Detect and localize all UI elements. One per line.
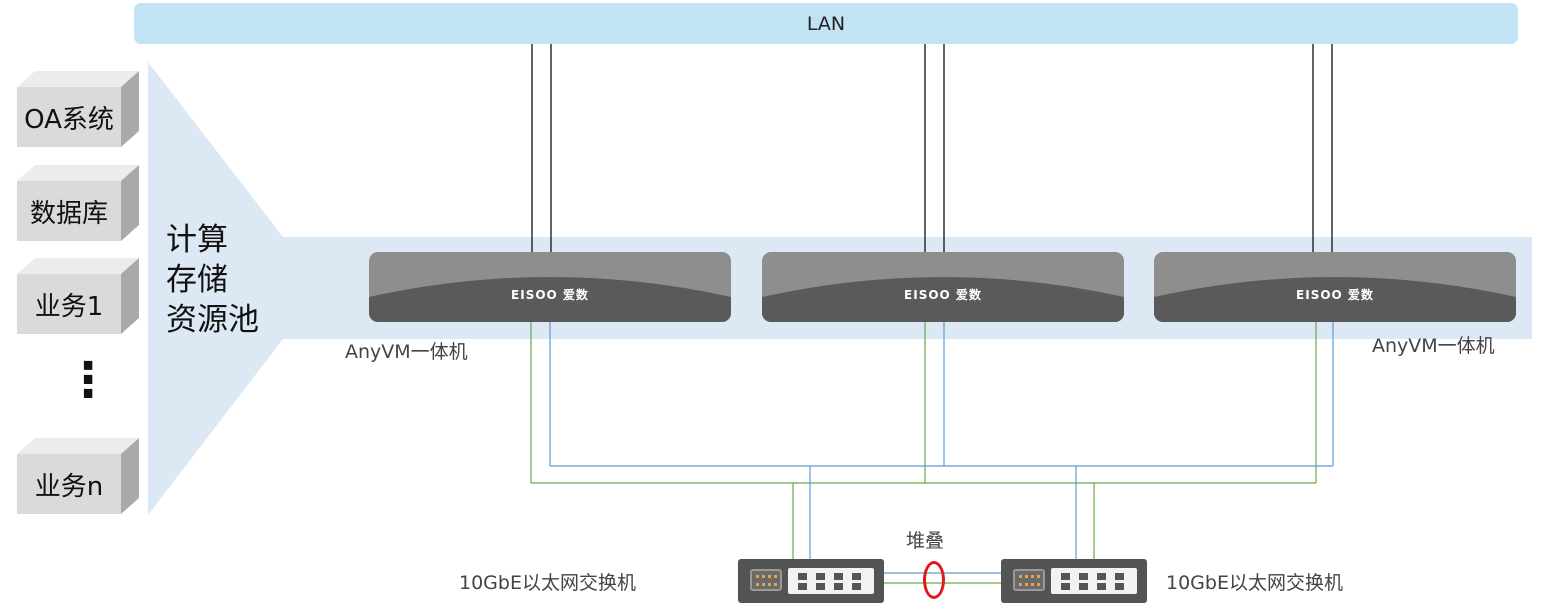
pool-label-line: 存储 (166, 262, 228, 298)
service-box-oa: OA系统 (17, 71, 139, 147)
pool-label-line: 计算 (166, 222, 228, 258)
box-side (121, 71, 139, 147)
box-top (17, 71, 139, 87)
box-side (121, 258, 139, 334)
console-port (1013, 569, 1045, 591)
service-box-businessn: 业务n (17, 438, 139, 514)
box-top (17, 258, 139, 274)
ellipsis-vertical: ⋮ (64, 352, 112, 408)
service-label: 数据库 (17, 181, 121, 241)
blue-links (549, 320, 1334, 574)
eisoo-logo: EISOO 爱数 (904, 288, 982, 302)
box-side (121, 438, 139, 514)
stack-link-ring (923, 561, 945, 599)
service-label: 业务n (17, 454, 121, 514)
lan-links (531, 44, 1333, 262)
anyvm-server-2: EISOO 爱数 (762, 252, 1124, 322)
eisoo-logo: EISOO 爱数 (511, 288, 589, 302)
port-panel (788, 568, 874, 594)
eisoo-logo: EISOO 爱数 (1296, 288, 1374, 302)
anyvm-server-1: EISOO 爱数 (369, 252, 731, 322)
service-box-business1: 业务1 (17, 258, 139, 334)
service-label: 业务1 (17, 274, 121, 334)
switch-caption-right: 10GbE以太网交换机 (1166, 572, 1343, 594)
console-port (750, 569, 782, 591)
box-top (17, 438, 139, 454)
anyvm-server-3: EISOO 爱数 (1154, 252, 1516, 322)
server-shape (762, 277, 1124, 322)
port-panel (1051, 568, 1137, 594)
server-caption-left: AnyVM一体机 (345, 341, 468, 363)
switch-right (1001, 559, 1147, 603)
server-shape (369, 277, 731, 322)
switch-left (738, 559, 884, 603)
switch-caption-left: 10GbE以太网交换机 (459, 572, 636, 594)
pool-label: 计算 存储 资源池 (166, 220, 259, 340)
lan-bar: LAN (134, 3, 1518, 44)
stack-label: 堆叠 (906, 530, 945, 552)
box-top (17, 165, 139, 181)
lan-label: LAN (806, 12, 846, 35)
server-shape (1154, 277, 1516, 322)
box-side (121, 165, 139, 241)
server-caption-right: AnyVM一体机 (1372, 335, 1495, 357)
service-label: OA系统 (17, 87, 121, 147)
pool-label-line: 资源池 (166, 302, 259, 338)
service-box-database: 数据库 (17, 165, 139, 241)
